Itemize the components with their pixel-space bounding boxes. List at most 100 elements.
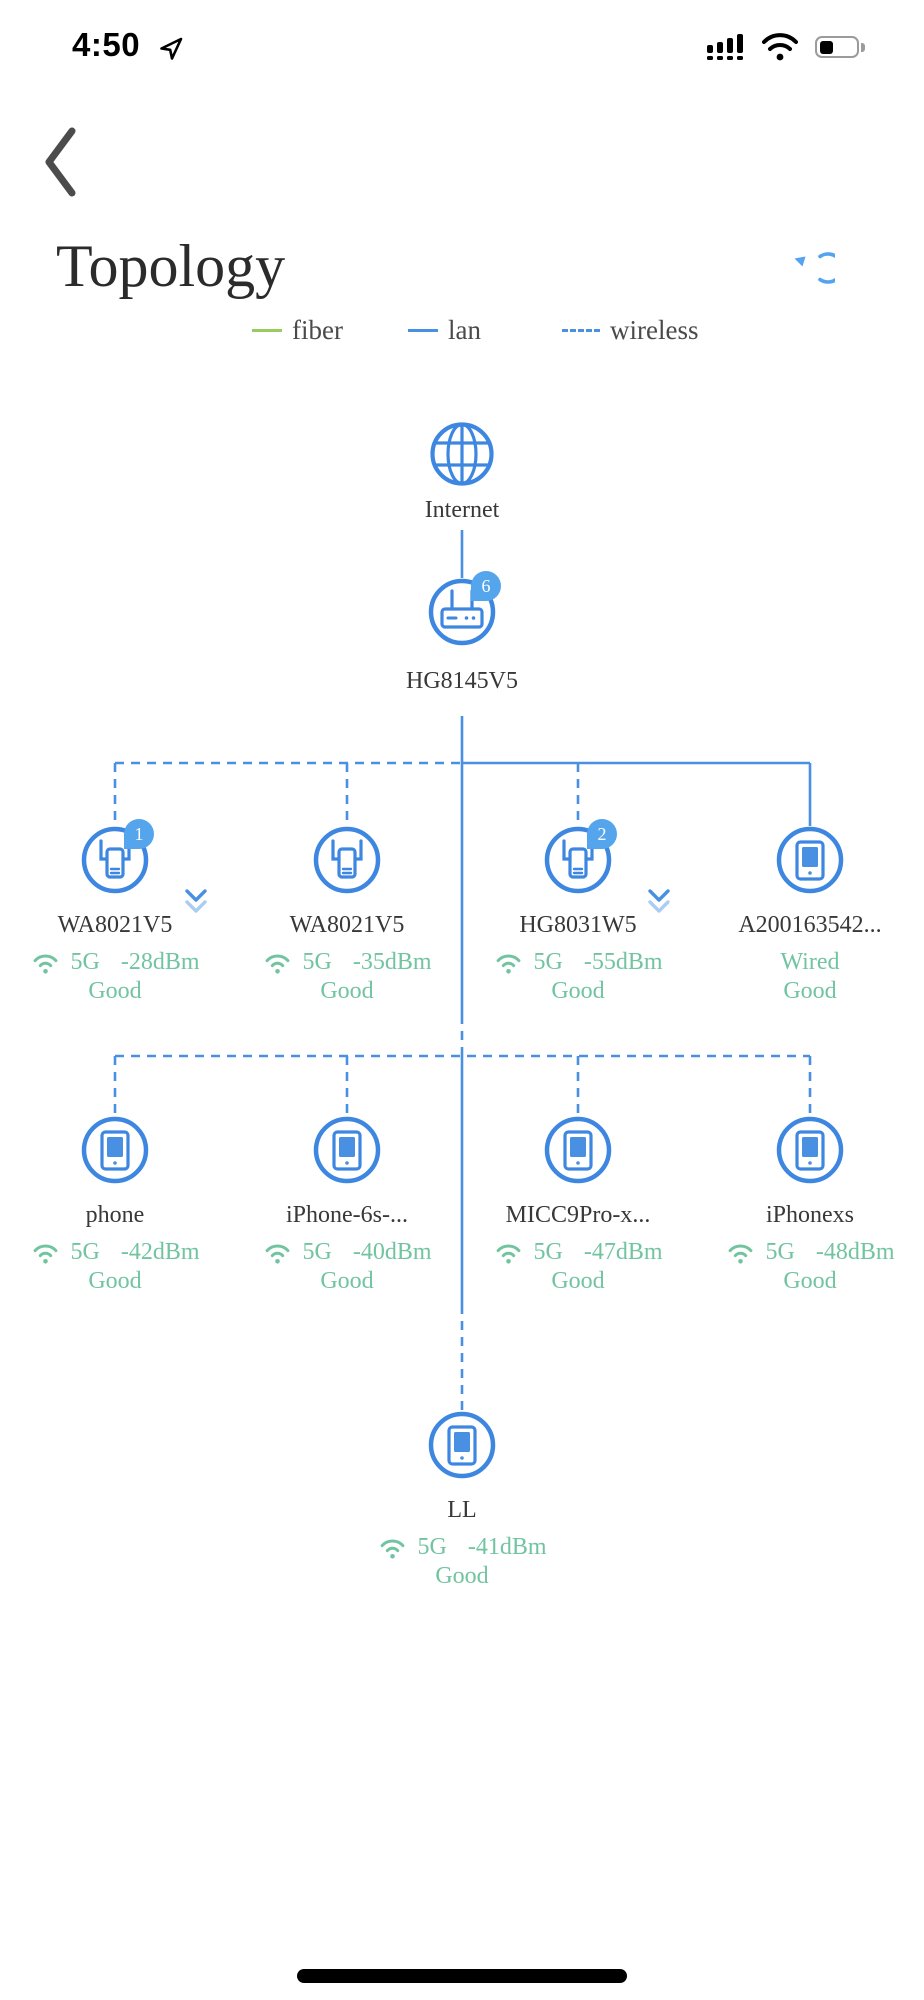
signal-rssi: -41dBm — [467, 1534, 547, 1560]
signal-quality: Good — [320, 1268, 374, 1294]
signal-info: 5G -47dBm — [493, 1239, 663, 1266]
chevron-double-down-icon — [185, 889, 207, 913]
legend-item-fiber: fiber — [252, 314, 343, 346]
signal-band: 5G — [70, 949, 100, 975]
device-node-a200163542: A200163542... Wired Good — [700, 826, 920, 1005]
signal-quality: Good — [551, 978, 605, 1004]
extender-icon — [313, 826, 381, 894]
internet-label: Internet — [424, 497, 500, 523]
device-circle[interactable] — [428, 1411, 496, 1479]
signal-quality: Good — [783, 978, 837, 1004]
wifi-signal-icon — [497, 1244, 521, 1264]
signal-quality: Good — [88, 978, 142, 1004]
location-arrow-icon — [160, 37, 183, 60]
device-label: iPhone-6s-... — [286, 1202, 408, 1228]
device-label: LL — [447, 1497, 477, 1523]
phone-icon — [776, 1116, 844, 1184]
signal-rssi: -47dBm — [583, 1239, 663, 1265]
device-circle[interactable] — [776, 826, 844, 894]
wifi-status-icon — [762, 33, 798, 61]
gateway-node: 6 HG8145V5 — [352, 571, 572, 695]
signal-rssi: -48dBm — [815, 1239, 895, 1265]
gateway-badge: 6 — [471, 571, 501, 601]
phone-icon — [313, 1116, 381, 1184]
signal-rssi: -40dBm — [352, 1239, 432, 1265]
phone-icon — [544, 1116, 612, 1184]
device-label: MICC9Pro-x... — [505, 1202, 651, 1228]
gateway-label: HG8145V5 — [406, 668, 518, 694]
device-circle[interactable] — [81, 1116, 149, 1184]
signal-quality: Good — [551, 1268, 605, 1294]
chevron-double-down-icon — [648, 889, 670, 913]
device-node-wa8021v5-1: 1 WA8021V5 5G -28dBm Good — [5, 819, 225, 1005]
legend-swatch-fiber — [252, 328, 282, 332]
wifi-signal-icon — [34, 1244, 58, 1264]
device-node-iphone-6s: iPhone-6s-... 5G -40dBm Good — [237, 1116, 457, 1295]
wifi-signal-icon — [34, 954, 58, 974]
device-node-hg8031w5: 2 HG8031W5 5G -55dBm Good — [468, 819, 688, 1005]
phone-icon — [428, 1411, 496, 1479]
signal-quality: Good — [320, 978, 374, 1004]
wifi-signal-icon — [381, 1539, 405, 1559]
signal-rssi: -28dBm — [120, 949, 200, 975]
signal-info: 5G -48dBm — [725, 1239, 895, 1266]
device-badge: 1 — [124, 819, 154, 849]
signal-quality: Good — [783, 1268, 837, 1294]
status-time: 4:50 — [72, 26, 141, 63]
status-bar: 4:50 — [0, 0, 924, 80]
signal-quality: Good — [435, 1563, 489, 1589]
signal-info: 5G -35dBm — [262, 949, 432, 976]
device-node-iphonexs: iPhonexs 5G -48dBm Good — [700, 1116, 920, 1295]
signal-band: 5G — [302, 1239, 332, 1265]
battery-icon — [815, 36, 865, 58]
expand-button[interactable] — [646, 888, 672, 916]
signal-band: 5G — [533, 949, 563, 975]
signal-info: 5G -28dBm — [30, 949, 200, 976]
signal-link-type: Wired — [780, 949, 840, 975]
signal-rssi: -55dBm — [583, 949, 663, 975]
legend-swatch-lan — [408, 328, 438, 332]
phone-icon — [776, 826, 844, 894]
device-node-ll: LL 5G -41dBm Good — [352, 1411, 572, 1590]
signal-info: Wired — [780, 949, 839, 976]
device-node-wa8021v5-2: WA8021V5 5G -35dBm Good — [237, 826, 457, 1005]
refresh-button[interactable] — [789, 245, 844, 291]
signal-rssi: -42dBm — [120, 1239, 200, 1265]
device-circle[interactable] — [544, 1116, 612, 1184]
device-label: iPhonexs — [765, 1202, 854, 1228]
wifi-signal-icon — [729, 1244, 753, 1264]
device-badge: 2 — [587, 819, 617, 849]
device-node-phone: phone 5G -42dBm Good — [5, 1116, 225, 1295]
wifi-signal-icon — [266, 1244, 290, 1264]
signal-info: 5G -55dBm — [493, 949, 663, 976]
signal-rssi: -35dBm — [352, 949, 432, 975]
signal-band: 5G — [533, 1239, 563, 1265]
device-label: HG8031W5 — [519, 912, 637, 938]
expand-button[interactable] — [183, 888, 209, 916]
device-label: phone — [85, 1202, 145, 1228]
device-label: WA8021V5 — [289, 912, 405, 938]
device-circle[interactable] — [313, 1116, 381, 1184]
back-button[interactable] — [40, 126, 80, 198]
page-title: Topology — [56, 233, 286, 299]
device-label: A200163542... — [738, 912, 882, 938]
signal-info: 5G -42dBm — [30, 1239, 200, 1266]
back-chevron-icon — [45, 127, 76, 197]
device-circle[interactable] — [313, 826, 381, 894]
wifi-signal-icon — [497, 954, 521, 974]
legend-label-lan: lan — [448, 314, 481, 345]
device-label: WA8021V5 — [57, 912, 173, 938]
wifi-signal-icon — [266, 954, 290, 974]
signal-band: 5G — [302, 949, 332, 975]
signal-band: 5G — [70, 1239, 100, 1265]
internet-node: Internet — [352, 421, 572, 524]
legend-label-fiber: fiber — [292, 314, 343, 345]
device-circle[interactable] — [776, 1116, 844, 1184]
phone-icon — [81, 1116, 149, 1184]
legend-item-wireless: wireless — [562, 314, 698, 346]
legend-item-lan: lan — [408, 314, 481, 346]
signal-band: 5G — [765, 1239, 795, 1265]
cellular-signal-icon — [707, 34, 743, 60]
home-indicator[interactable] — [297, 1969, 627, 1983]
